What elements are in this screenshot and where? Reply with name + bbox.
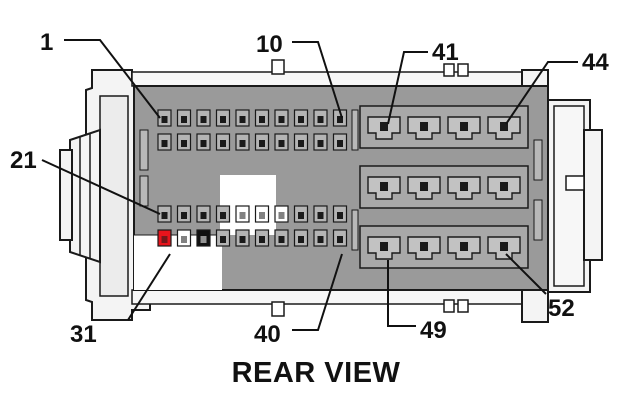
pin-hole — [259, 116, 265, 123]
pin-hole — [317, 212, 324, 219]
large-pin-terminal — [420, 122, 428, 131]
right-latch — [583, 129, 603, 261]
pin-hole — [278, 212, 285, 219]
small-pin-grid — [157, 109, 348, 247]
leader-pin-49 — [387, 260, 416, 327]
pin-hole — [298, 236, 304, 243]
pin-hole — [181, 236, 187, 243]
housing-left-inner-shell — [99, 95, 129, 297]
pin-hole — [181, 140, 187, 147]
leader-pin-21 — [41, 159, 161, 215]
callout-leader-lines — [41, 39, 578, 331]
pin-hole — [298, 116, 304, 123]
pin-hole — [161, 236, 168, 243]
leader-pin-1 — [64, 39, 161, 119]
pin-hole — [239, 212, 246, 219]
large-pin-terminal — [500, 242, 508, 251]
pin-hole — [278, 116, 285, 123]
large-pin-terminal — [420, 182, 428, 191]
pin-hole — [181, 116, 187, 123]
pin-hole — [220, 116, 226, 123]
pin-hole — [259, 236, 265, 243]
view-title: REAR VIEW — [231, 357, 401, 389]
large-pin-terminal — [500, 182, 508, 191]
pin-label-52: 52 — [548, 295, 575, 322]
large-pin-terminal — [420, 242, 428, 251]
pin-hole — [220, 212, 226, 219]
pin-label-44: 44 — [582, 49, 609, 76]
pin-hole — [200, 116, 207, 123]
pin-hole — [337, 212, 343, 219]
large-pin-terminal — [380, 242, 388, 251]
leader-pin-31 — [127, 253, 171, 321]
pin-hole — [239, 140, 246, 147]
pin-hole — [161, 116, 168, 123]
pin-label-31: 31 — [70, 321, 97, 348]
pin-label-41: 41 — [432, 39, 459, 66]
large-pin-terminal — [460, 122, 468, 131]
pin-hole — [200, 140, 207, 147]
pin-label-21: 21 — [10, 147, 37, 174]
large-pin-terminal — [380, 182, 388, 191]
large-pin-terminal — [460, 182, 468, 191]
left-latch — [69, 128, 101, 264]
leader-pin-44 — [505, 61, 578, 125]
leader-pin-52 — [505, 253, 547, 295]
pin-hole — [298, 140, 304, 147]
face-cutout-upper — [220, 175, 276, 235]
bottom-rail — [131, 289, 533, 305]
pin-hole — [278, 140, 285, 147]
large-pin-terminal — [460, 242, 468, 251]
pin-hole — [181, 212, 187, 219]
pin-hole — [259, 212, 265, 219]
pin-hole — [220, 140, 226, 147]
pin-hole — [317, 116, 324, 123]
pin-hole — [337, 116, 343, 123]
pin-hole — [200, 212, 207, 219]
pin-label-49: 49 — [420, 317, 447, 344]
large-pin-terminal — [380, 122, 388, 131]
leader-pin-40 — [292, 253, 343, 331]
pin-hole — [337, 140, 343, 147]
pin-label-1: 1 — [40, 29, 53, 56]
pin-hole — [278, 236, 285, 243]
leader-pin-10 — [292, 41, 343, 119]
pin-hole — [161, 140, 168, 147]
pin-hole — [337, 236, 343, 243]
left-latch-tab — [59, 149, 73, 241]
pin-label-40: 40 — [254, 321, 281, 348]
pin-hole — [317, 140, 324, 147]
pin-hole — [259, 140, 265, 147]
pin-hole — [298, 212, 304, 219]
large-pin-grid — [367, 116, 521, 260]
pin-label-10: 10 — [256, 31, 283, 58]
pin-hole — [161, 212, 168, 219]
pin-hole — [239, 236, 246, 243]
pin-hole — [200, 236, 207, 243]
large-pin-terminal — [500, 122, 508, 131]
leader-pin-41 — [387, 51, 428, 125]
pin-hole — [317, 236, 324, 243]
pin-hole — [239, 116, 246, 123]
pin-hole — [220, 236, 226, 243]
